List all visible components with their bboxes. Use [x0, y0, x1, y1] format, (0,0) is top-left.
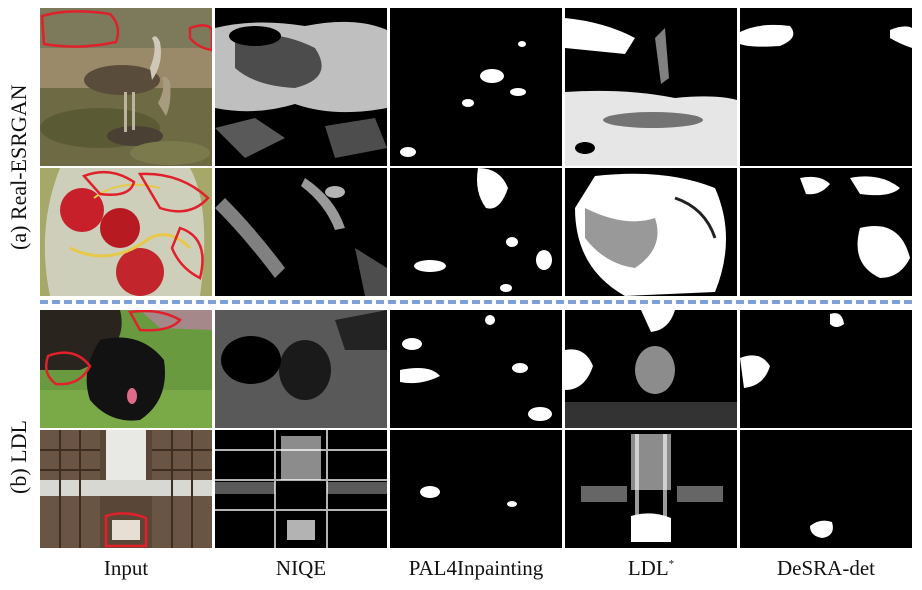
mask-pal4inpainting-apples — [390, 168, 562, 296]
input-image-dog — [40, 310, 212, 428]
mask-niqe-interior — [215, 430, 387, 548]
group-label-real-esrgan: (a) Real-ESRGAN — [6, 84, 31, 250]
section-divider — [40, 300, 912, 304]
column-label-niqe: NIQE — [275, 556, 327, 580]
input-image-bird — [40, 8, 212, 166]
mask-desra-dog — [740, 310, 912, 428]
mask-niqe-bird — [215, 8, 387, 166]
mask-niqe-dog — [215, 310, 387, 428]
mask-desra-interior — [740, 430, 912, 548]
mask-pal4inpainting-interior — [390, 430, 562, 548]
input-image-interior — [40, 430, 212, 548]
mask-desra-apples — [740, 168, 912, 296]
column-label-ldl: LDL* — [627, 556, 675, 580]
mask-pal4inpainting-dog — [390, 310, 562, 428]
mask-pal4inpainting-bird — [390, 8, 562, 166]
column-label-input: Input — [103, 556, 149, 580]
mask-ldl-interior — [565, 430, 737, 548]
column-label-pal4inpainting: PAL4Inpainting — [408, 556, 544, 580]
mask-desra-bird — [740, 8, 912, 166]
group-label-ldl: (b) LDL — [6, 420, 31, 494]
mask-ldl-apples — [565, 168, 737, 296]
mask-ldl-bird — [565, 8, 737, 166]
column-label-desra-det: DeSRA-det — [777, 556, 875, 580]
input-image-apples — [40, 168, 212, 296]
mask-ldl-dog — [565, 310, 737, 428]
ldl-marker: * — [668, 558, 675, 570]
mask-niqe-apples — [215, 168, 387, 296]
